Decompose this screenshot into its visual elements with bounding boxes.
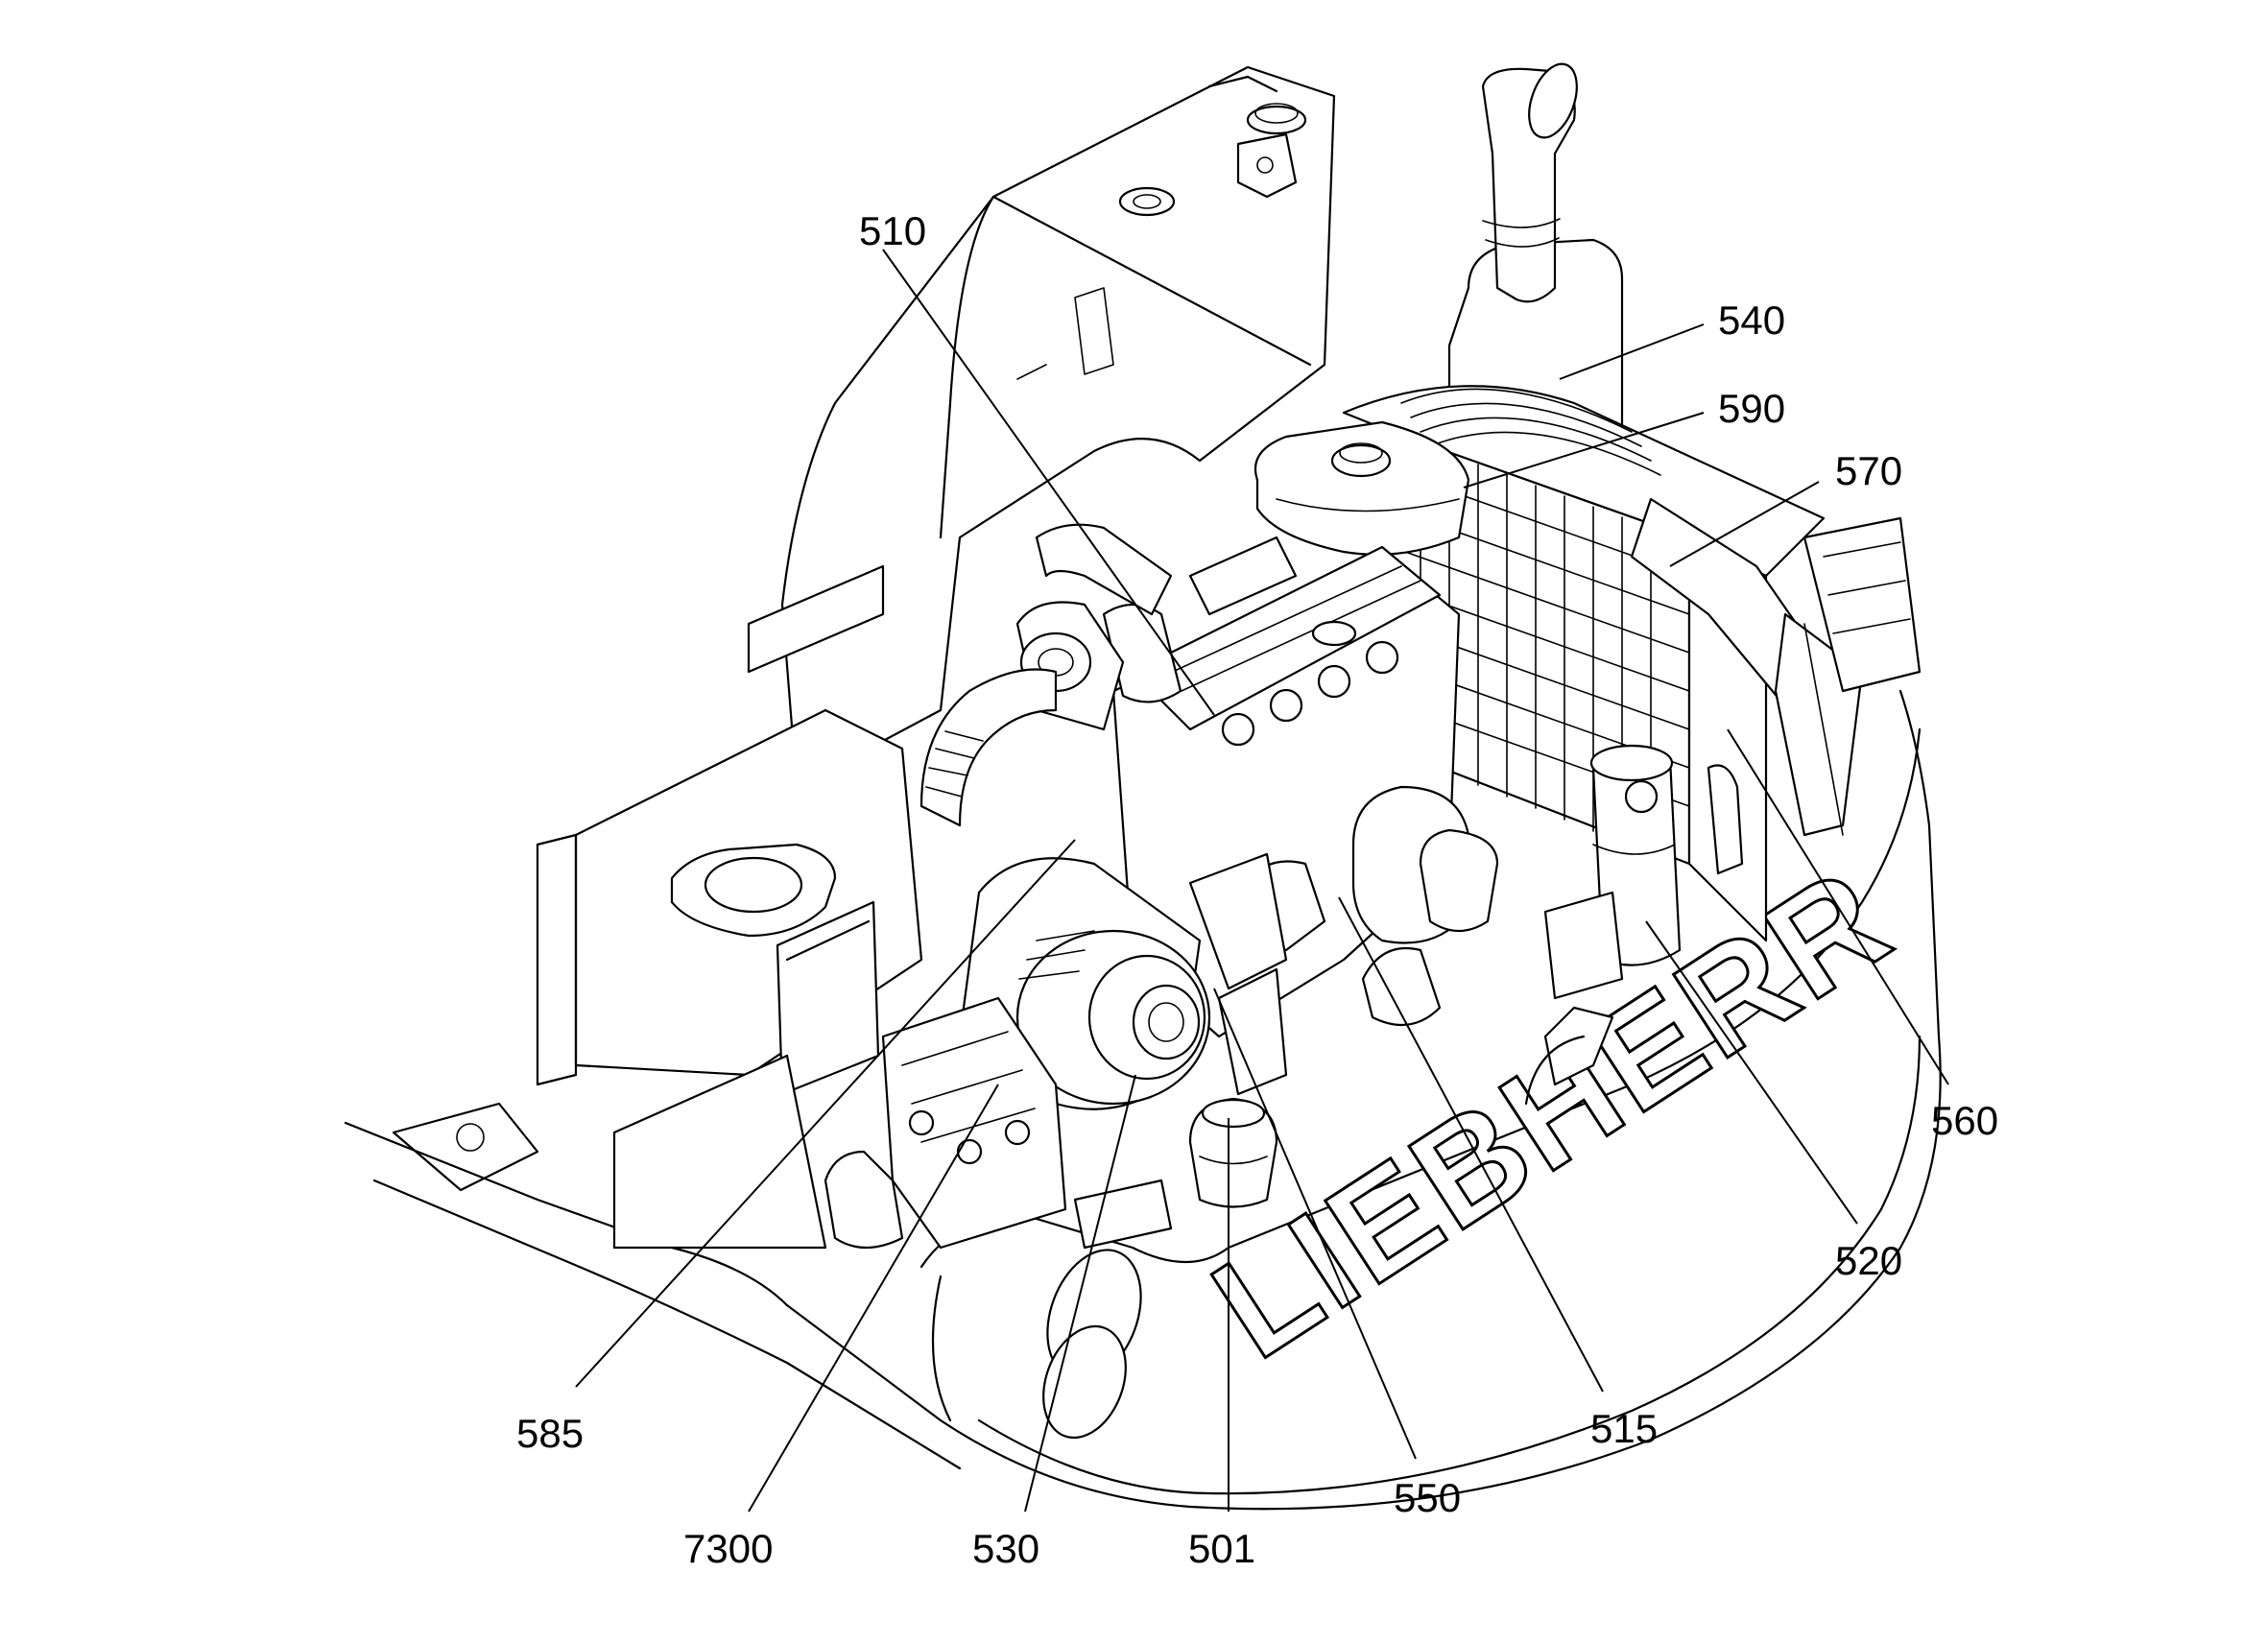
exhaust-outlet xyxy=(1528,62,1578,139)
callout-leaders xyxy=(575,249,1949,1513)
fan-shroud xyxy=(1342,385,1826,578)
expansion-tank xyxy=(1253,420,1470,556)
leader-510 xyxy=(882,249,1215,716)
rear-bracket xyxy=(1802,516,1922,693)
engine-block xyxy=(1015,536,1499,1038)
callout-530: 530 xyxy=(972,1526,1039,1571)
expansion-tank-cap xyxy=(1330,443,1392,478)
callout-585: 585 xyxy=(516,1411,584,1456)
intake-hoses xyxy=(919,523,1173,827)
hydraulic-pump-housing xyxy=(1188,852,1288,990)
oil-filler-cap xyxy=(1311,620,1357,647)
callout-515: 515 xyxy=(1590,1406,1658,1451)
rear-hardware xyxy=(1524,516,1922,1106)
callout-560: 560 xyxy=(1931,1098,1998,1143)
callout-520: 520 xyxy=(1835,1238,1902,1283)
callout-labels: 510 540 590 570 560 520 515 550 501 530 … xyxy=(516,208,1998,1571)
starter-motor xyxy=(1361,946,1442,1027)
leader-530 xyxy=(1024,1074,1136,1513)
leader-540 xyxy=(1559,323,1705,380)
callout-510: 510 xyxy=(859,208,926,253)
lifting-eye xyxy=(1236,132,1298,199)
callout-540: 540 xyxy=(1718,298,1785,343)
leader-515 xyxy=(1338,896,1604,1393)
front-plate xyxy=(612,1054,827,1250)
leader-590 xyxy=(1463,412,1705,488)
inspection-opening xyxy=(704,856,803,914)
callout-7300: 7300 xyxy=(683,1526,773,1571)
filler-neck xyxy=(1246,105,1307,135)
leader-585 xyxy=(575,839,1076,1388)
firewall-panel xyxy=(780,65,1336,789)
air-cleaner-outlet xyxy=(1132,984,1201,1060)
oil-tank-dome xyxy=(1188,1097,1278,1208)
intake-manifold xyxy=(1188,536,1298,616)
leader-520 xyxy=(1645,920,1858,1225)
injector-row xyxy=(1221,640,1399,747)
leader-550 xyxy=(1213,988,1417,1460)
leader-560 xyxy=(1727,728,1949,1085)
leader-7300 xyxy=(748,1084,999,1513)
callout-501: 501 xyxy=(1188,1526,1255,1571)
cylinder-head-cover xyxy=(1131,545,1442,731)
callout-570: 570 xyxy=(1835,448,1902,493)
valve-block xyxy=(824,996,1173,1250)
left-side-panels xyxy=(392,564,923,1250)
callout-590: 590 xyxy=(1718,386,1785,431)
top-cover-port xyxy=(1118,186,1176,217)
callout-550: 550 xyxy=(1394,1475,1461,1520)
leader-570 xyxy=(1669,481,1820,567)
